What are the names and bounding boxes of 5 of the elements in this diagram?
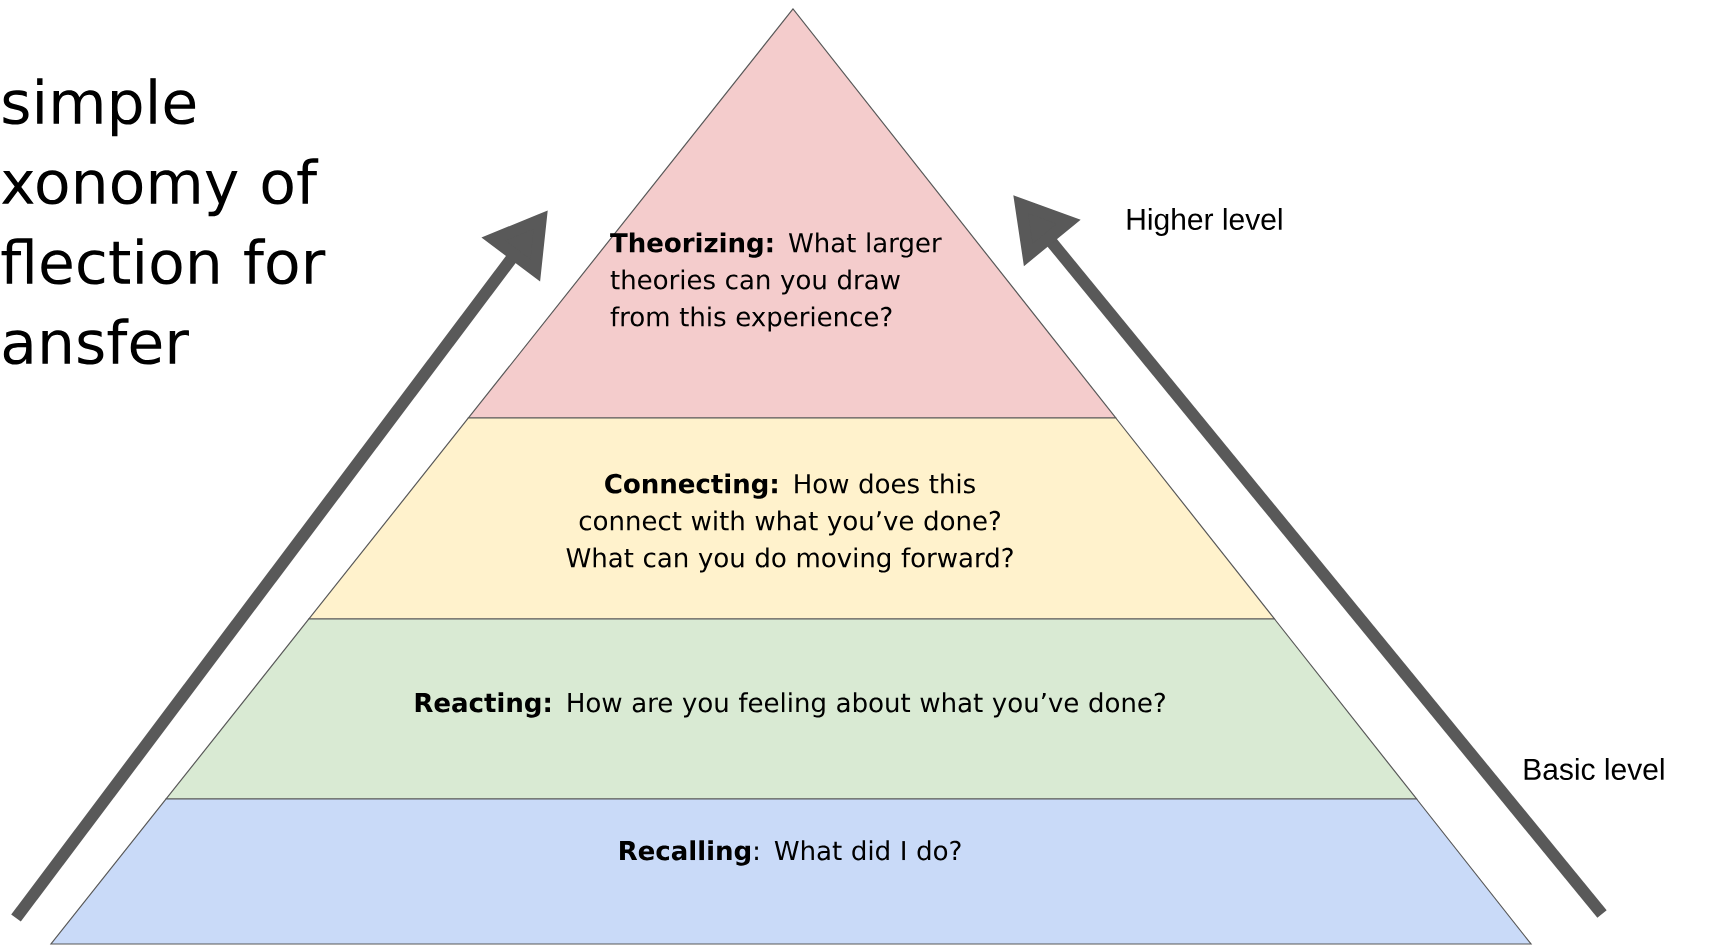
title: simple xonomy of flection for ansfer [1, 78, 326, 365]
pyramid-level: Connecting: How does this connect with what you’ve done? What can you do moving forward? [307, 417, 1276, 620]
pyramid-level: Recalling: What did I do? [49, 798, 1533, 945]
level-label: Basic level [1524, 757, 1664, 780]
pyramid-level: Reacting: How are you feeling about what you’ve done? [164, 618, 1418, 800]
